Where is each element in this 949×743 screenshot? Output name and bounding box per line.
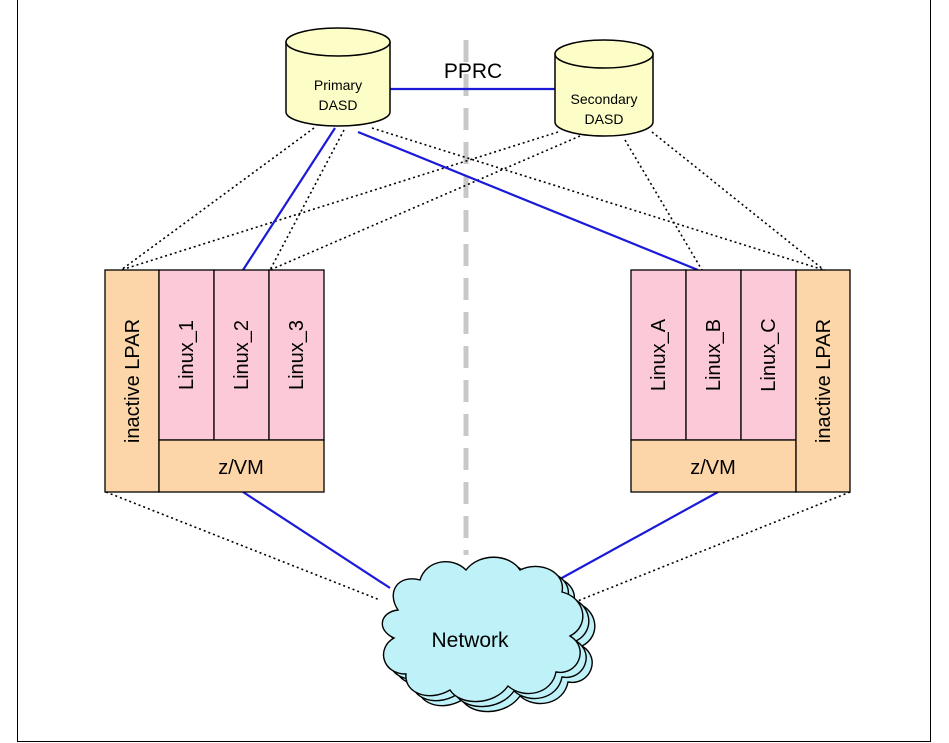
secondary-dasd-label-line1: Secondary xyxy=(571,91,638,107)
left-inactive-lpar-label: inactive LPAR xyxy=(122,319,144,443)
standby-link xyxy=(269,129,345,271)
right-site xyxy=(630,269,851,493)
secondary-dasd: Secondary DASD xyxy=(554,39,654,137)
right-zvm-label: z/VM xyxy=(690,457,736,479)
left-site xyxy=(104,269,325,493)
primary-dasd-label-line2: DASD xyxy=(319,97,358,113)
active-link xyxy=(539,491,719,591)
active-link xyxy=(242,491,391,589)
primary-dasd-label-line1: Primary xyxy=(314,77,362,93)
standby-link xyxy=(269,135,581,271)
left-zvm xyxy=(158,439,325,493)
standby-link xyxy=(651,131,825,271)
right-linux-b xyxy=(685,269,742,441)
left-zvm-label: z/VM xyxy=(218,457,264,479)
primary-dasd: Primary DASD xyxy=(285,27,391,127)
right-linux-a-label: Linux_A xyxy=(648,318,670,391)
right-inactive-lpar-label: inactive LPAR xyxy=(813,319,835,443)
standby-links xyxy=(105,127,851,603)
network-cloud-front xyxy=(381,556,584,703)
right-inactive-lpar xyxy=(795,269,851,493)
right-linux-c xyxy=(740,269,797,441)
diagram-frame xyxy=(17,0,931,742)
standby-link xyxy=(624,139,703,271)
left-linux-2-label: Linux_2 xyxy=(231,320,253,390)
secondary-dasd-label-line2: DASD xyxy=(585,111,624,127)
pprc-label: PPRC xyxy=(444,60,502,83)
network-label: Network xyxy=(431,629,509,652)
right-linux-b-label: Linux_B xyxy=(703,319,725,391)
left-linux-3-label: Linux_3 xyxy=(286,320,308,390)
left-inactive-lpar xyxy=(104,269,160,493)
right-zvm xyxy=(630,439,797,493)
active-links xyxy=(242,87,719,591)
active-link xyxy=(242,127,336,271)
standby-link xyxy=(105,491,381,601)
right-linux-a xyxy=(630,269,687,441)
standby-link xyxy=(574,491,851,603)
right-linux-c-label: Linux_C xyxy=(758,318,780,391)
standby-link xyxy=(120,131,559,271)
standby-link xyxy=(120,127,315,271)
standby-link xyxy=(371,127,825,271)
network-cloud xyxy=(381,556,596,713)
active-link xyxy=(357,130,699,272)
left-linux-1-label: Linux_1 xyxy=(176,320,198,390)
